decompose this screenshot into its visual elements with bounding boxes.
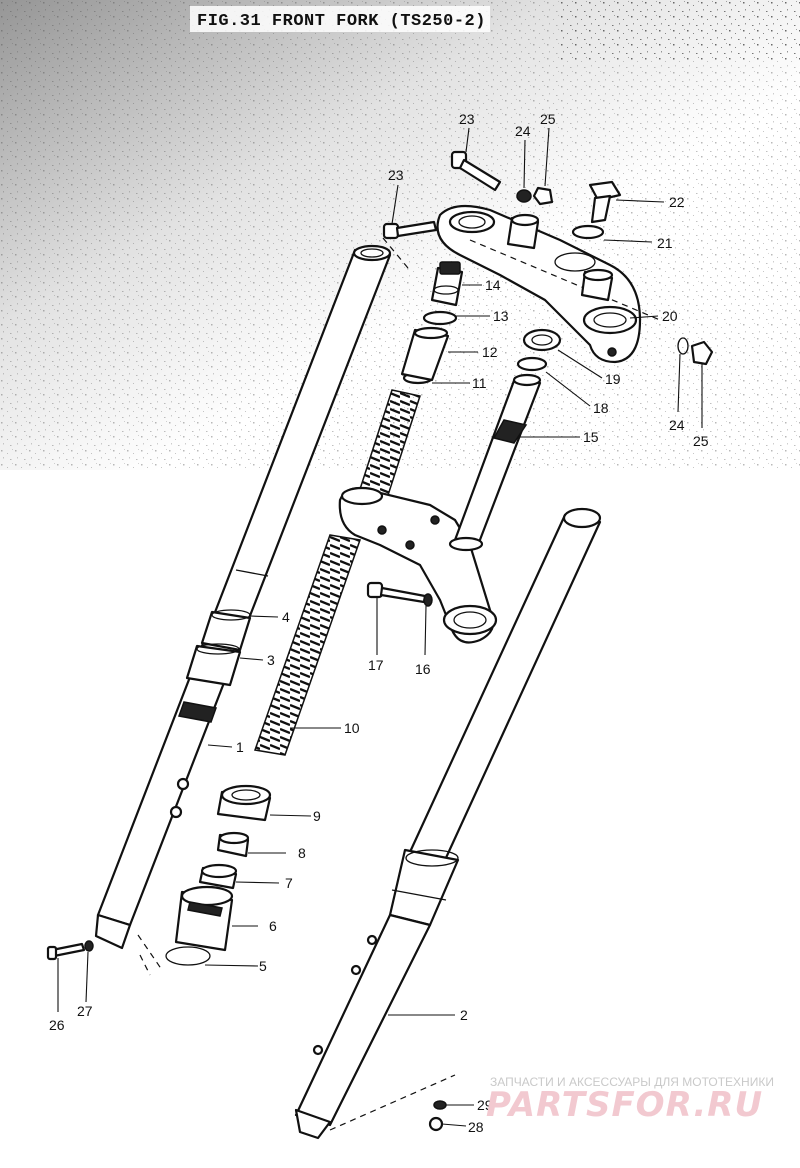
callout-25-upper: 25: [540, 111, 556, 127]
callout-16: 16: [415, 661, 431, 677]
callout-23-left: 23: [388, 167, 404, 183]
part-29-washer: [433, 1100, 447, 1110]
callout-20: 20: [662, 308, 678, 324]
callout-17: 17: [368, 657, 384, 673]
callout-23-upper: 23: [459, 111, 475, 127]
callout-11: 11: [472, 375, 487, 391]
part-24-washer-upper: [516, 189, 532, 203]
callout-24-upper: 24: [515, 123, 531, 139]
part-14-cap-bolt: [430, 261, 464, 307]
callout-7: 7: [285, 875, 293, 891]
watermark: ЗАПЧАСТИ И АКСЕССУАРЫ ДЛЯ МОТОТЕХНИКИ PA…: [486, 1075, 774, 1125]
callout-3: 3: [267, 652, 275, 668]
part-20-upper-bracket: [436, 204, 661, 364]
part-21-washer: [571, 224, 605, 240]
callout-26: 26: [49, 1017, 65, 1033]
part-15-steering-stem: [448, 373, 542, 552]
part-5-circlip: [165, 946, 211, 966]
part-26-screw: [46, 942, 86, 961]
part-16-washer: [423, 593, 433, 607]
callout-12: 12: [482, 344, 498, 360]
callout-21: 21: [657, 235, 673, 251]
part-23-bolt-upper: [450, 150, 502, 192]
part-23-bolt-left: [382, 220, 438, 240]
part-3-ring: [185, 643, 242, 687]
part-6-oil-seal: [174, 885, 234, 952]
callout-10: 10: [344, 720, 360, 736]
callout-25-right: 25: [693, 433, 709, 449]
callout-6: 6: [269, 918, 277, 934]
part-13-washer: [422, 310, 458, 326]
watermark-tagline: ЗАПЧАСТИ И АКСЕССУАРЫ ДЛЯ МОТОТЕХНИКИ: [490, 1075, 774, 1089]
callout-24-right: 24: [669, 417, 685, 433]
callout-8: 8: [298, 845, 306, 861]
part-20-pinch-block: [506, 213, 614, 302]
callout-numbers: 1 2 3 4 5 6 7 8 9 10 11 12 13 14 15 16 1…: [49, 111, 709, 1135]
part-4-ring: [200, 609, 252, 652]
part-22-bolt: [588, 180, 622, 224]
callout-29: 29: [477, 1097, 493, 1113]
callout-9: 9: [313, 808, 321, 824]
callout-2: 2: [460, 1007, 468, 1023]
callout-5: 5: [259, 958, 267, 974]
callout-18: 18: [593, 400, 609, 416]
part-1-inner-tube: [94, 237, 409, 976]
part-12-spacer: [400, 326, 450, 382]
part-8-ring: [216, 831, 250, 858]
part-18-washer: [516, 356, 548, 372]
part-2-outer-tube: [294, 507, 602, 1140]
part-19-nut: [522, 328, 562, 352]
part-27-washer: [84, 940, 94, 952]
callout-13: 13: [493, 308, 509, 324]
figure-title: FIG.31 FRONT FORK (TS250-2): [197, 12, 486, 31]
leader-lines: [57, 127, 703, 1127]
part-25-nut-right: [690, 340, 714, 366]
part-25-nut-upper: [532, 186, 554, 206]
callout-19: 19: [605, 371, 621, 387]
callout-14: 14: [485, 277, 501, 293]
part-7-ring: [198, 863, 238, 890]
callout-28: 28: [468, 1119, 484, 1135]
part-24-washer-right: [677, 337, 689, 355]
callout-4: 4: [282, 609, 290, 625]
lower-bracket: [338, 486, 498, 644]
title-backdrop: [190, 6, 490, 32]
callout-1: 1: [236, 739, 244, 755]
callout-22: 22: [669, 194, 685, 210]
watermark-brand: PARTSFOR.RU: [486, 1085, 763, 1125]
part-28-bolt: [428, 1116, 444, 1132]
part-9-dust-seal: [216, 784, 272, 822]
callout-15: 15: [583, 429, 599, 445]
callout-27: 27: [77, 1003, 93, 1019]
